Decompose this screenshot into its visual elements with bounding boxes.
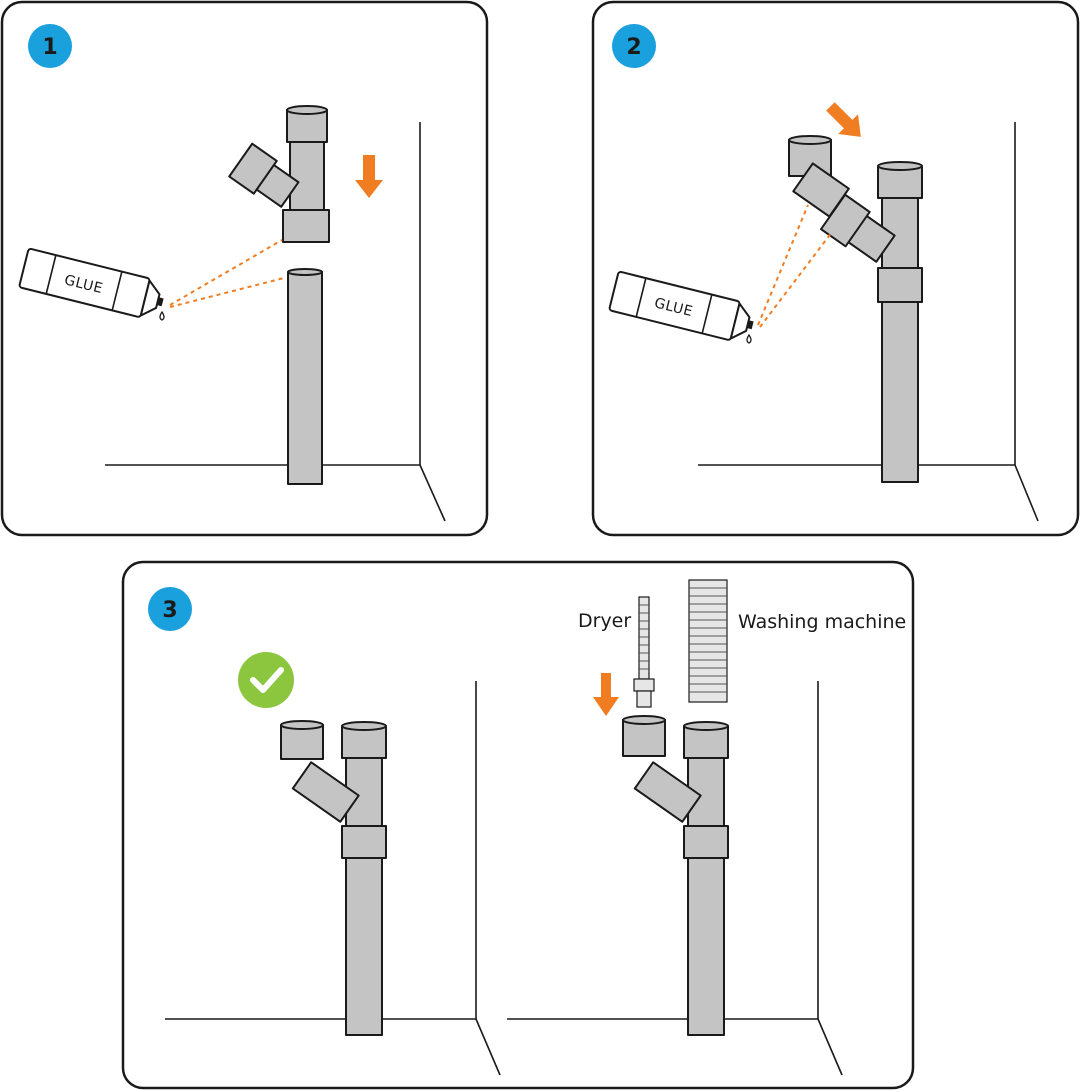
right-scene: Dryer Washing machine [507, 579, 906, 1076]
elbow-fitting [788, 135, 850, 218]
vertical-pipe [287, 268, 323, 485]
svg-text:2: 2 [626, 35, 641, 60]
glue-drop-icon [159, 310, 165, 321]
step-1-badge: 1 [28, 24, 72, 68]
step-3-badge: 3 [148, 587, 192, 631]
svg-text:3: 3 [162, 598, 177, 623]
down-arrow-icon [355, 155, 383, 198]
y-fitting [820, 161, 923, 303]
step-2-badge: 2 [612, 24, 656, 68]
vertical-pipe [881, 299, 919, 483]
diagonal-arrow-icon [826, 102, 861, 137]
glue-bottle: GLUE [18, 247, 164, 318]
svg-text:1: 1 [42, 35, 57, 60]
glue-bottle: GLUE [608, 270, 754, 341]
checkmark-icon [238, 652, 294, 708]
washing-machine-label: Washing machine [738, 611, 906, 633]
step-3-panel: 3 [121, 560, 915, 1090]
glue-drop-icon [746, 333, 752, 344]
step-1-panel: 1 GLUE [0, 0, 489, 537]
dryer-hose [633, 596, 655, 708]
washing-machine-hose [688, 579, 728, 703]
step-2-panel: 2 [591, 0, 1080, 537]
dryer-label: Dryer [578, 610, 631, 632]
left-scene [165, 652, 501, 1076]
y-fitting [228, 105, 330, 243]
down-arrow-icon [593, 673, 619, 716]
